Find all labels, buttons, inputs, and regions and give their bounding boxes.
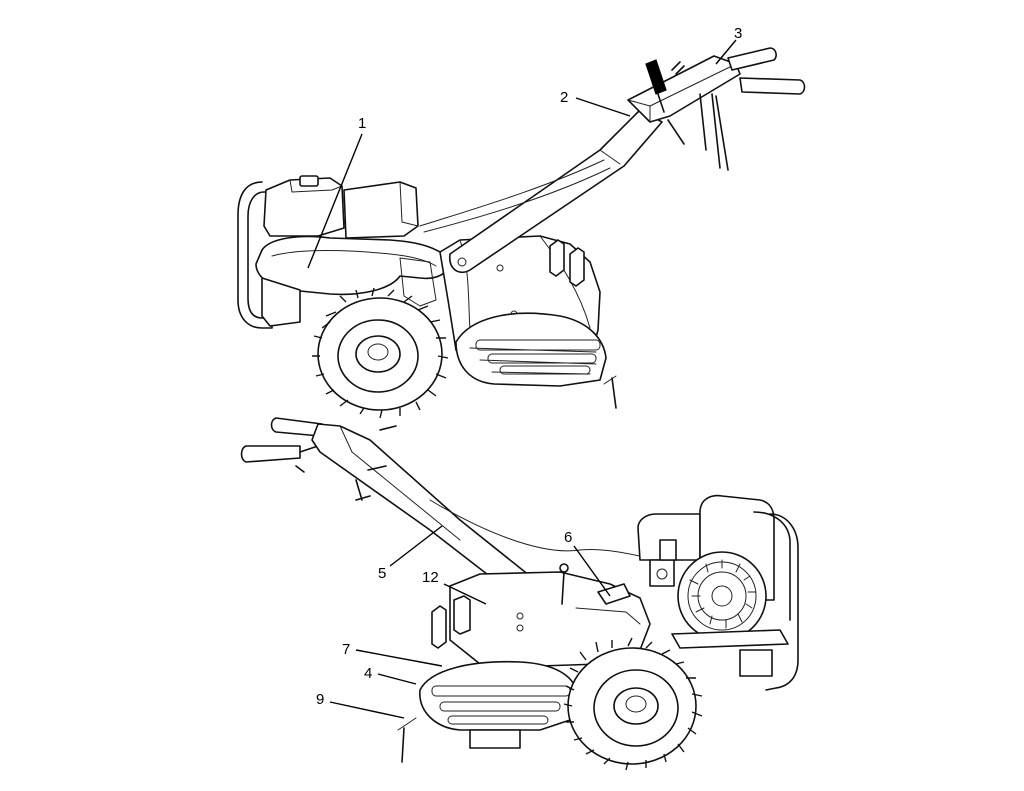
fuel-cap (299, 175, 319, 187)
callout-label-5: 5 (378, 565, 386, 582)
handle-grip-lower (739, 77, 806, 95)
rear-bumper (765, 513, 799, 691)
engine-block (343, 181, 419, 239)
leader-line-4 (377, 673, 417, 685)
callout-label-3: 3 (734, 25, 742, 42)
leader-line-1 (307, 133, 363, 269)
tiller-bottom-view (240, 417, 799, 771)
engine-bottom (637, 494, 791, 649)
wheel-top (312, 287, 449, 419)
handle-grip-bottom-lower (240, 445, 301, 463)
tiller-top-view (237, 47, 806, 419)
leader-line-7 (355, 649, 443, 667)
callout-label-7: 7 (342, 641, 350, 658)
callout-label-2: 2 (560, 89, 568, 106)
callouts: 1 2 3 5 6 12 7 4 9 (307, 25, 742, 719)
leader-line-12 (443, 583, 487, 605)
leader-line-3 (715, 39, 737, 65)
leader-line-5 (389, 525, 443, 567)
callout-label-12: 12 (422, 569, 439, 586)
callout-label-4: 4 (364, 665, 372, 682)
callout-label-6: 6 (564, 529, 572, 546)
drag-bar (401, 727, 405, 763)
handle-grip-bottom-upper (270, 417, 323, 437)
callout-label-9: 9 (316, 691, 324, 708)
wheel-bottom (563, 637, 703, 771)
shift-lever-grip (645, 59, 667, 95)
leader-line-9 (329, 701, 405, 719)
handle-grip-upper (727, 47, 777, 71)
callout-label-1: 1 (358, 115, 366, 132)
depth-bar (611, 377, 617, 409)
leader-line-6 (573, 545, 611, 597)
leader-line-2 (575, 97, 631, 117)
